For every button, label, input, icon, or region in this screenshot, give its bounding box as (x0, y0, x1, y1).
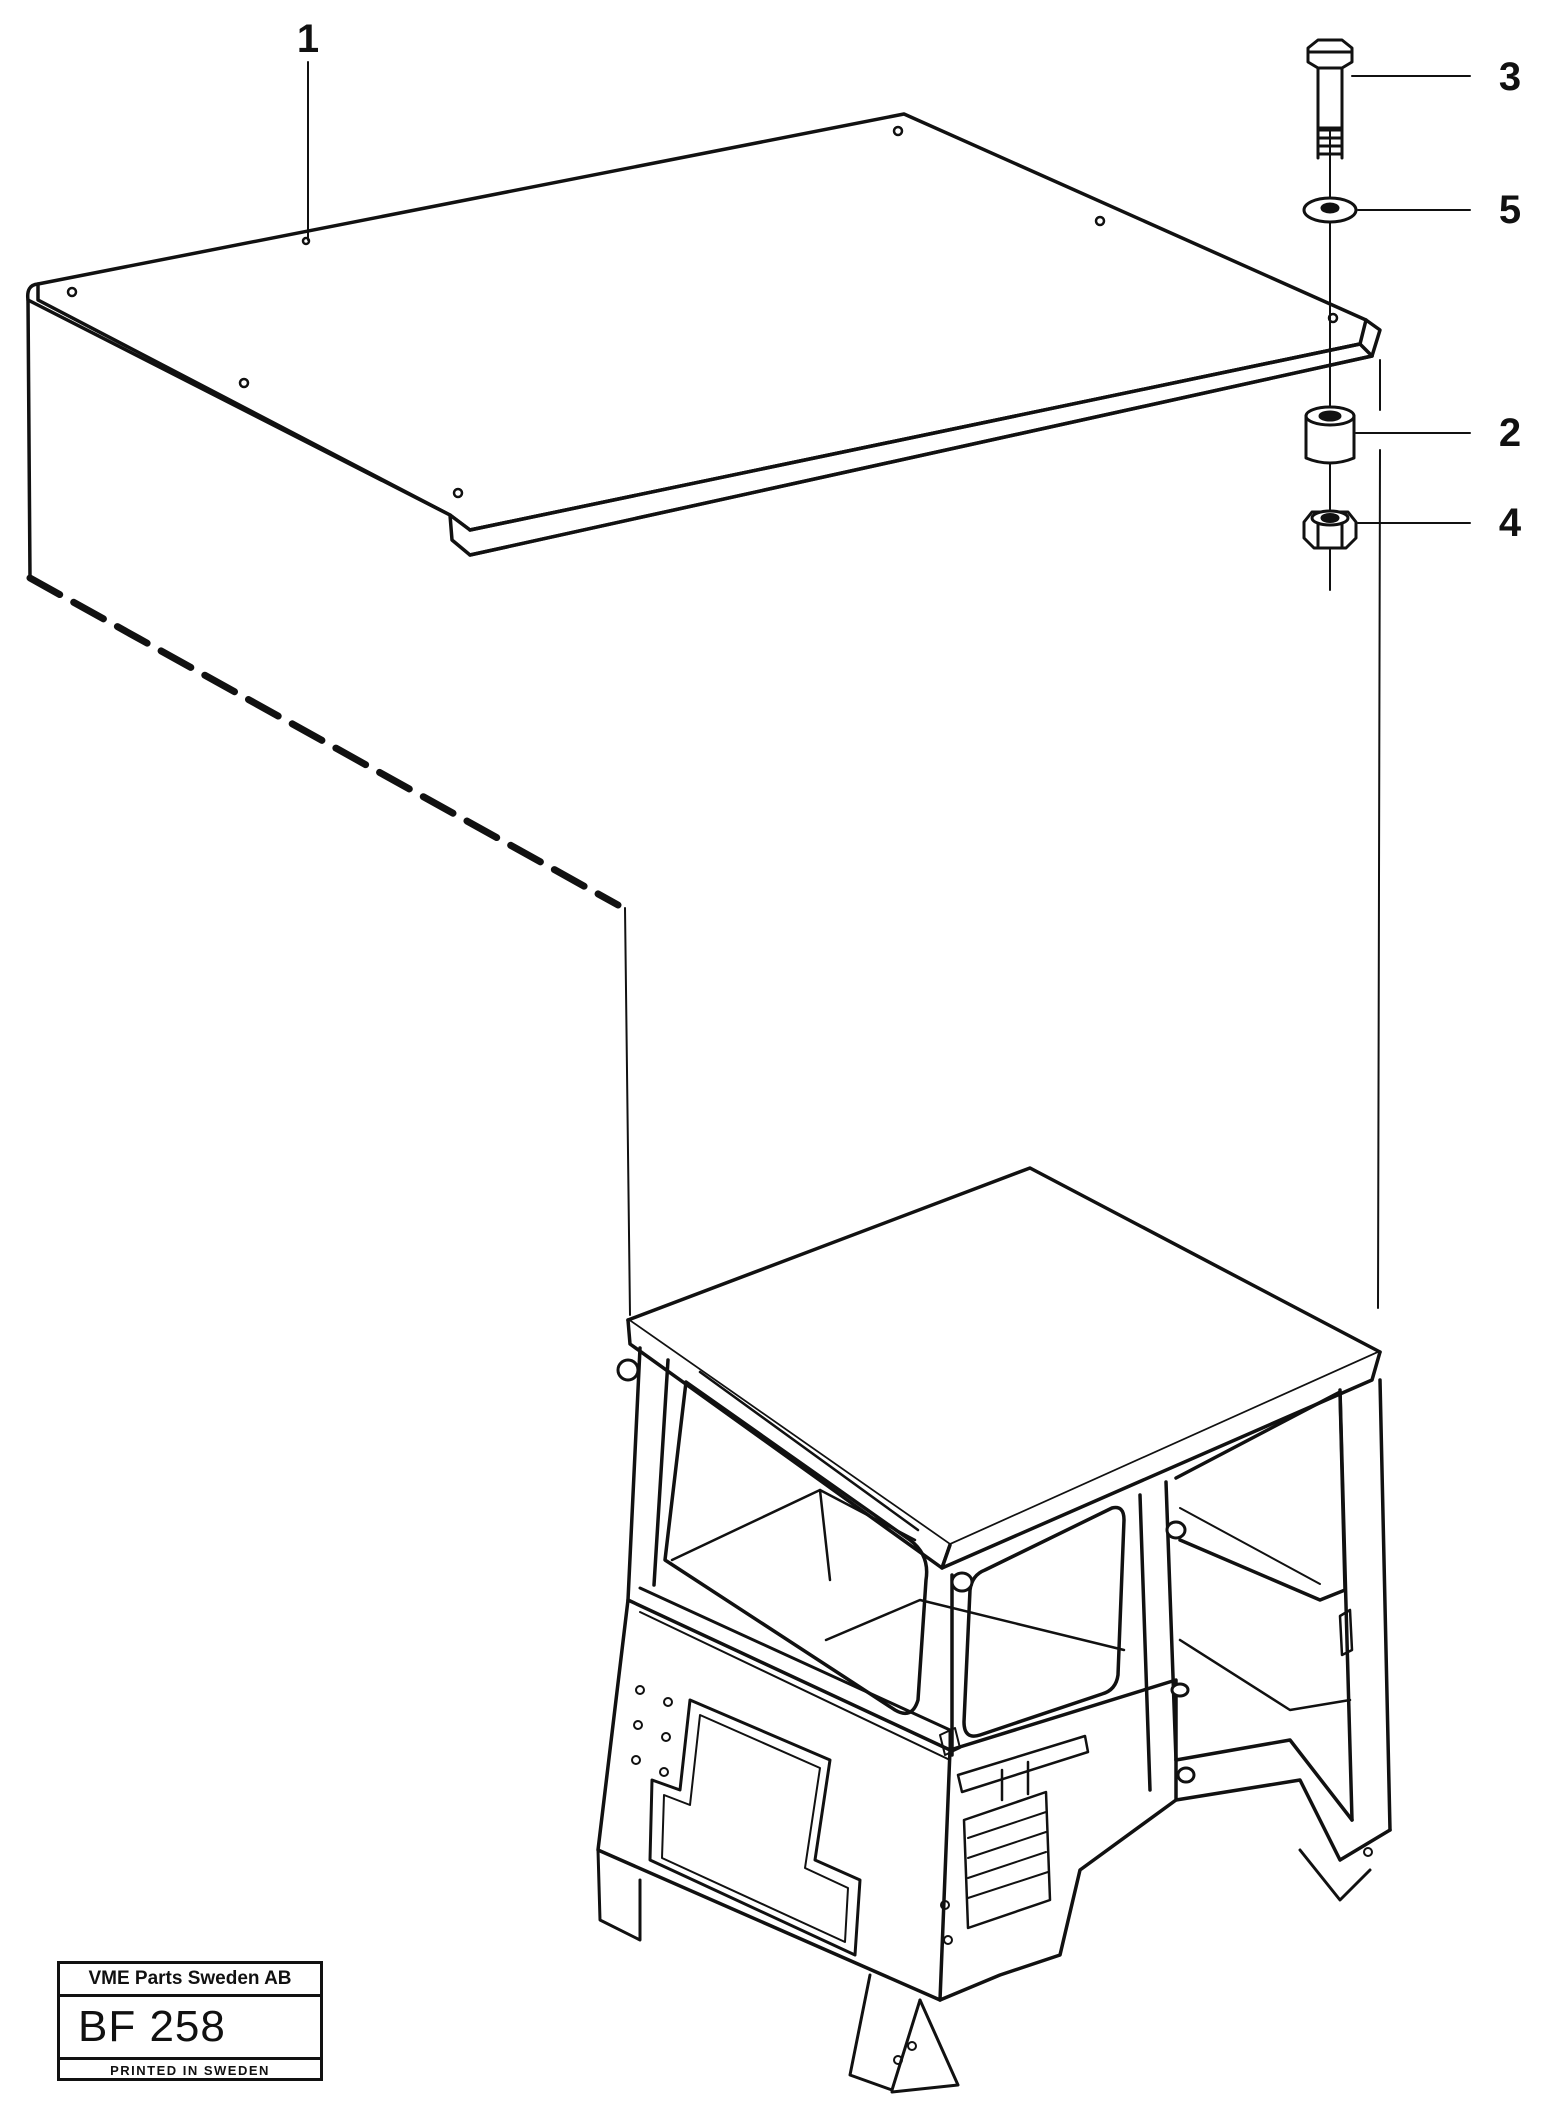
spacer (1304, 405, 1356, 465)
leader-lines (307, 61, 1471, 524)
callout-1: 1 (297, 17, 319, 61)
bolt (1306, 38, 1354, 160)
nut (1302, 509, 1358, 550)
assembly-lines (624, 74, 1381, 1316)
callout-2: 2 (1499, 411, 1521, 455)
callout-3: 3 (1499, 55, 1521, 99)
stamp-company: VME Parts Sweden AB (60, 1964, 320, 1997)
roof-panel (25, 112, 1382, 580)
title-stamp: VME Parts Sweden AB BF 258 PRINTED IN SW… (57, 1961, 323, 2081)
washer (1302, 196, 1358, 224)
callout-5: 5 (1499, 188, 1521, 232)
callout-4: 4 (1499, 501, 1522, 545)
cab (596, 1166, 1392, 2094)
stamp-printed: PRINTED IN SWEDEN (110, 2063, 270, 2078)
stamp-code: BF 258 (60, 1997, 320, 2060)
hidden-edge-line (26, 574, 622, 909)
